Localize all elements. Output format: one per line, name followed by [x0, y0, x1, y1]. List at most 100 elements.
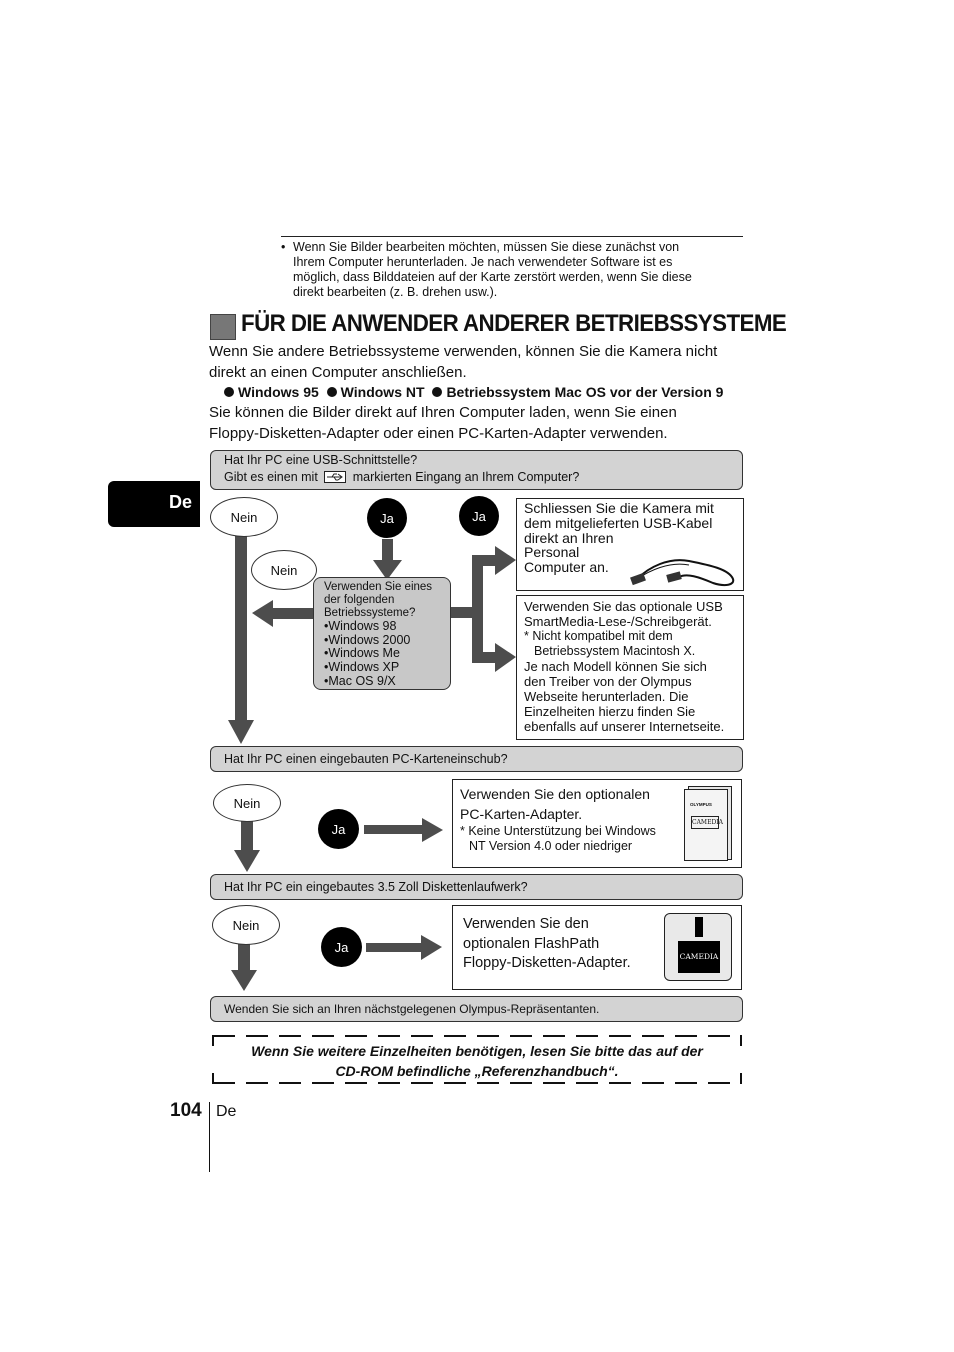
footer-language: De: [216, 1103, 237, 1120]
question-text: markierten Eingang an Ihrem Computer?: [352, 470, 580, 484]
question-line: Gibt es einen mit markierten Eingang an …: [224, 469, 742, 486]
arrow-shaft: [450, 607, 478, 618]
arrow-head: [495, 643, 516, 672]
bullet-dot-icon: [224, 387, 234, 397]
box-line: Einzelheiten hierzu finden Sie: [524, 704, 696, 719]
arrow-shaft: [235, 533, 247, 721]
arrow-shaft: [364, 825, 424, 834]
arrow-head: [228, 720, 254, 744]
box-line: Verwenden Sie den optionalen: [460, 786, 650, 802]
smartmedia-reader-box: Verwenden Sie das optionale USB SmartMed…: [516, 595, 744, 740]
usb-symbol-icon: [324, 471, 347, 483]
answer-yes: Ja: [367, 498, 407, 538]
method-line: Sie können die Bilder direkt auf Ihren C…: [209, 404, 677, 421]
box-line: Webseite herunterladen. Die: [524, 689, 689, 704]
box-note: * Keine Unterstützung bei Windows: [460, 824, 656, 838]
box-line: Verwenden Sie das optionale USB: [524, 599, 723, 614]
arrow-shaft: [472, 555, 483, 663]
box-line: ebenfalls auf unserer Internetseite.: [524, 719, 725, 734]
note-text: Wenn Sie Bilder bearbeiten möchten, müss…: [293, 240, 743, 300]
camedia-logo-label: CAMEDIA: [678, 941, 720, 973]
box-line: optionalen FlashPath: [463, 935, 600, 952]
question-floppy: Hat Ihr PC ein eingebautes 3.5 Zoll Disk…: [210, 874, 743, 900]
box-note: * Nicht kompatibel mit dem: [524, 629, 673, 643]
os-question-line: Betriebssysteme?: [324, 607, 416, 619]
arrow-shaft: [472, 555, 500, 566]
box-note: Betriebssystem Macintosh X.: [534, 644, 696, 658]
footer-divider: [209, 1102, 210, 1172]
section-title: FÜR DIE ANWENDER ANDERER BETRIEBSSYSTEME: [241, 310, 787, 337]
reference-note: Wenn Sie weitere Einzelheiten benötigen,…: [220, 1041, 734, 1081]
box-line: dem mitgelieferten USB-Kabel: [524, 514, 713, 531]
language-tab-label: De: [168, 492, 192, 512]
question-pc-card: Hat Ihr PC einen eingebauten PC-Kartenei…: [210, 746, 743, 772]
bullet: •: [281, 240, 286, 254]
box-line: PC-Karten-Adapter.: [460, 806, 583, 822]
page-number: 104: [170, 1100, 202, 1121]
question-line: Hat Ihr PC eine USB-Schnittstelle?: [224, 453, 418, 467]
arrow-shaft: [272, 608, 314, 619]
usb-direct-box: Schliessen Sie die Kamera mit dem mitgel…: [516, 498, 744, 591]
arrow-head: [234, 850, 260, 872]
box-line: direkt an Ihren: [524, 529, 614, 546]
box-note: NT Version 4.0 oder niedriger: [469, 839, 633, 853]
reference-line: CD-ROM befindliche „Referenzhandbuch“.: [335, 1063, 619, 1079]
intro-line: direkt an einen Computer anschließen.: [209, 363, 467, 381]
box-line: Computer an.: [524, 559, 609, 576]
arrow-head: [421, 935, 442, 960]
pc-card-adapter-box: Verwenden Sie den optionalen PC-Karten-A…: [452, 779, 742, 868]
bullet-dot-icon: [326, 387, 337, 397]
brand-label: OLYMPUS: [690, 802, 712, 807]
reference-frame: [212, 1035, 742, 1084]
os-question-line: der folgenden: [324, 594, 395, 606]
arrow-shaft: [382, 539, 393, 561]
box-line: Floppy-Disketten-Adapter.: [463, 955, 631, 971]
box-line: den Treiber von der Olympus: [524, 674, 692, 689]
arrow-head: [495, 546, 516, 575]
answer-no: Nein: [251, 550, 317, 590]
box-line: Schliessen Sie die Kamera mit: [524, 500, 714, 516]
intro-line: Wenn Sie andere Betriebssysteme verwende…: [209, 343, 718, 360]
box-line: Je nach Modell können Sie sich: [524, 659, 707, 674]
arrow-shaft: [366, 943, 423, 952]
box-line: Verwenden Sie den: [463, 916, 589, 932]
os-list: Windows 95 Windows NT Betriebssystem Mac…: [224, 384, 723, 400]
question-usb: Hat Ihr PC eine USB-Schnittstelle? Gibt …: [210, 450, 743, 490]
bullet-dot-icon: [432, 387, 443, 397]
usb-cable-icon: [630, 559, 735, 587]
floppy-disk-icon: CAMEDIA: [664, 913, 733, 981]
answer-no: Nein: [213, 784, 281, 822]
os-item: Betriebssystem Mac OS vor der Version 9: [446, 384, 724, 400]
arrow-head: [252, 600, 273, 627]
note-line: direkt bearbeiten (z. B. drehen usw.).: [293, 285, 498, 299]
note-bullet: • Wenn Sie Bilder bearbeiten möchten, mü…: [281, 236, 743, 300]
os-item: Windows 95: [238, 384, 319, 400]
answer-yes: Ja: [318, 809, 359, 849]
language-tab: De: [108, 481, 200, 527]
question-text: Gibt es einen mit: [224, 470, 318, 484]
intro-paragraph: Wenn Sie andere Betriebssysteme verwende…: [209, 342, 749, 383]
arrow-shaft: [241, 820, 253, 852]
answer-yes: Ja: [459, 496, 499, 536]
note-line: Wenn Sie Bilder bearbeiten möchten, müss…: [293, 240, 680, 254]
os-option: •Windows 2000: [324, 632, 411, 647]
arrow-head: [373, 560, 402, 580]
os-question-line: Verwenden Sie eines: [324, 581, 433, 593]
os-item: Windows NT: [340, 384, 425, 400]
os-option: •Windows Me: [324, 646, 400, 661]
reference-line: Wenn Sie weitere Einzelheiten benötigen,…: [251, 1043, 703, 1059]
os-question-box: Verwenden Sie eines der folgenden Betrie…: [313, 577, 451, 690]
method-line: Floppy-Disketten-Adapter oder einen PC-K…: [209, 424, 668, 442]
box-line: SmartMedia-Lese-/Schreibgerät.: [524, 614, 712, 629]
os-option: •Mac OS 9/X: [324, 673, 396, 688]
flashpath-adapter-box: Verwenden Sie den optionalen FlashPath F…: [452, 905, 742, 990]
arrow-head: [422, 818, 443, 842]
os-option: •Windows XP: [324, 660, 400, 675]
section-marker: [210, 314, 236, 340]
box-line: Personal: [524, 544, 580, 561]
answer-no: Nein: [210, 497, 278, 537]
method-paragraph: Sie können die Bilder direkt auf Ihren C…: [209, 403, 749, 444]
note-line: möglich, dass Bilddateien auf der Karte …: [293, 270, 692, 284]
pc-card-adapter-icon: OLYMPUS CAMEDIA: [684, 786, 732, 861]
